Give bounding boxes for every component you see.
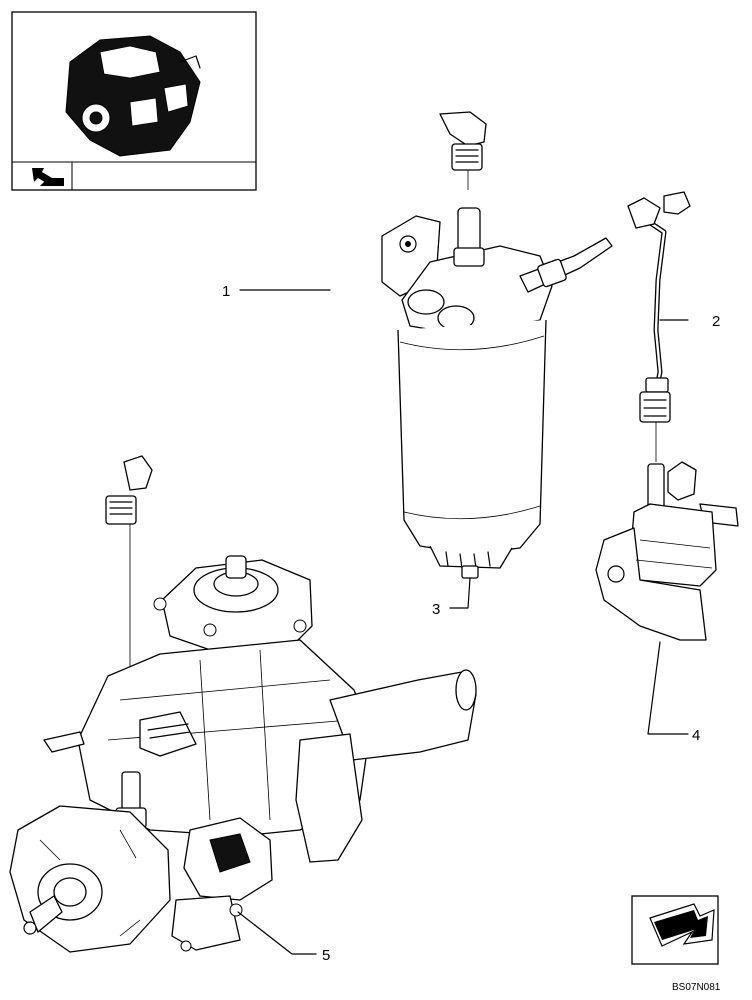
corner-arrow-icon[interactable] — [631, 895, 719, 965]
injection-pump-5 — [9, 555, 477, 953]
fuel-pipe-1 — [105, 111, 487, 770]
callout-4: 4 — [692, 727, 700, 744]
callout-5: 5 — [322, 947, 330, 964]
drawing-code: BS07N081 — [672, 982, 721, 993]
callout-3: 3 — [432, 601, 440, 618]
callout-1: 1 — [222, 283, 230, 300]
lift-pump-4 — [595, 461, 739, 641]
engine-thumbnail-icon[interactable] — [11, 11, 257, 191]
callout-2: 2 — [712, 313, 720, 330]
fuel-filter-3 — [381, 207, 613, 579]
leader-lines — [237, 289, 689, 955]
navigation-arrow-icon[interactable] — [32, 168, 64, 186]
fuel-pipe-2 — [627, 191, 691, 462]
